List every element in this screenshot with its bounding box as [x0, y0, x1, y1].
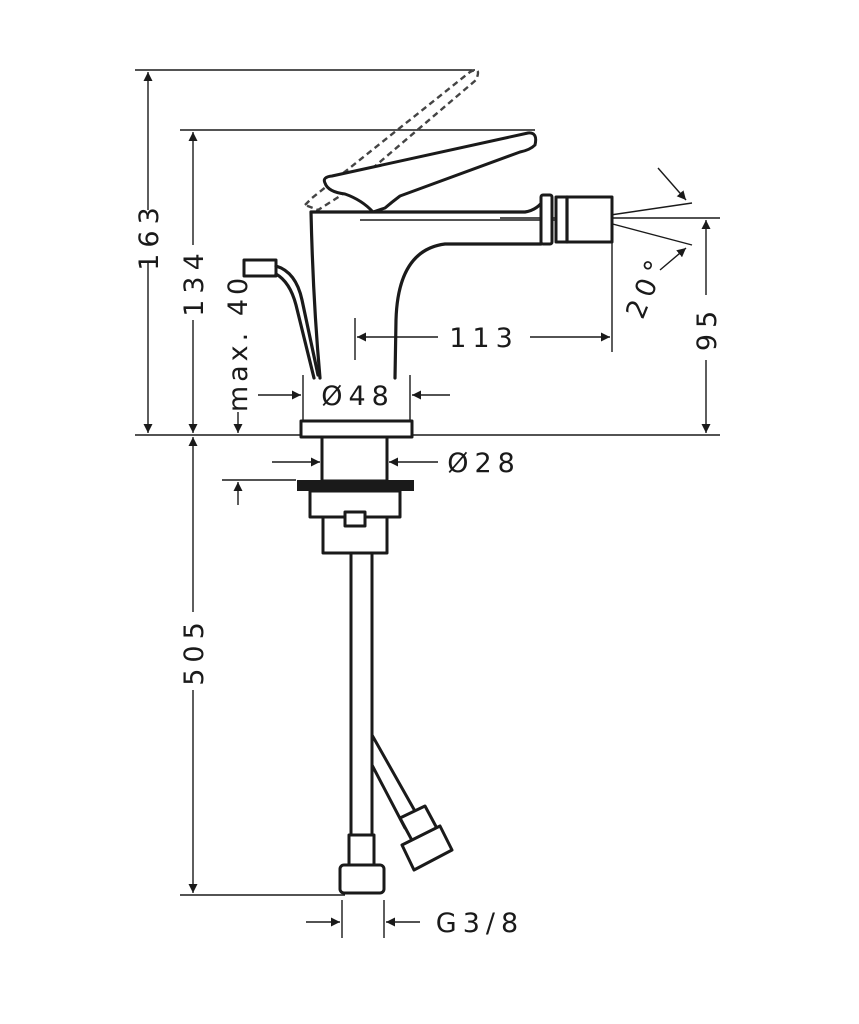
supply-hose	[349, 551, 374, 839]
label-505: 505	[179, 616, 210, 686]
label-95: 95	[692, 305, 723, 351]
label-diameter-48: Ø48	[321, 381, 395, 412]
pop-up-knob	[242, 258, 278, 278]
body-top-and-left	[309, 196, 547, 380]
dimension-lines	[143, 72, 711, 927]
bidet-nozzle	[554, 195, 614, 244]
label-g3-8: G3/8	[436, 908, 524, 939]
shank	[320, 435, 389, 483]
label-113: 113	[449, 323, 519, 354]
spout-end-ring	[539, 193, 554, 246]
lever-handle	[322, 131, 538, 214]
dim-20-arrow-lower	[659, 247, 687, 271]
base-plate	[299, 419, 414, 439]
hose-nut	[338, 863, 386, 895]
pop-up-rod-inner	[274, 272, 316, 380]
lever-open-position-dashed	[302, 69, 480, 212]
dim-20-arrow-upper	[657, 167, 687, 201]
body-spout-underside	[393, 242, 543, 380]
fixing-screw	[343, 510, 367, 528]
label-20-degrees: 20°	[620, 250, 673, 323]
label-163: 163	[134, 201, 165, 271]
branch-hose-nut	[400, 824, 454, 872]
pop-up-rod	[274, 264, 320, 377]
label-max-40: max. 40	[223, 274, 254, 412]
label-diameter-28: Ø28	[447, 448, 521, 479]
hose-fitting	[347, 833, 376, 867]
fixing-nut-plate	[297, 480, 414, 491]
label-134: 134	[179, 247, 210, 317]
bidet-mixer-outline	[242, 69, 614, 895]
extension-lines	[135, 69, 720, 938]
